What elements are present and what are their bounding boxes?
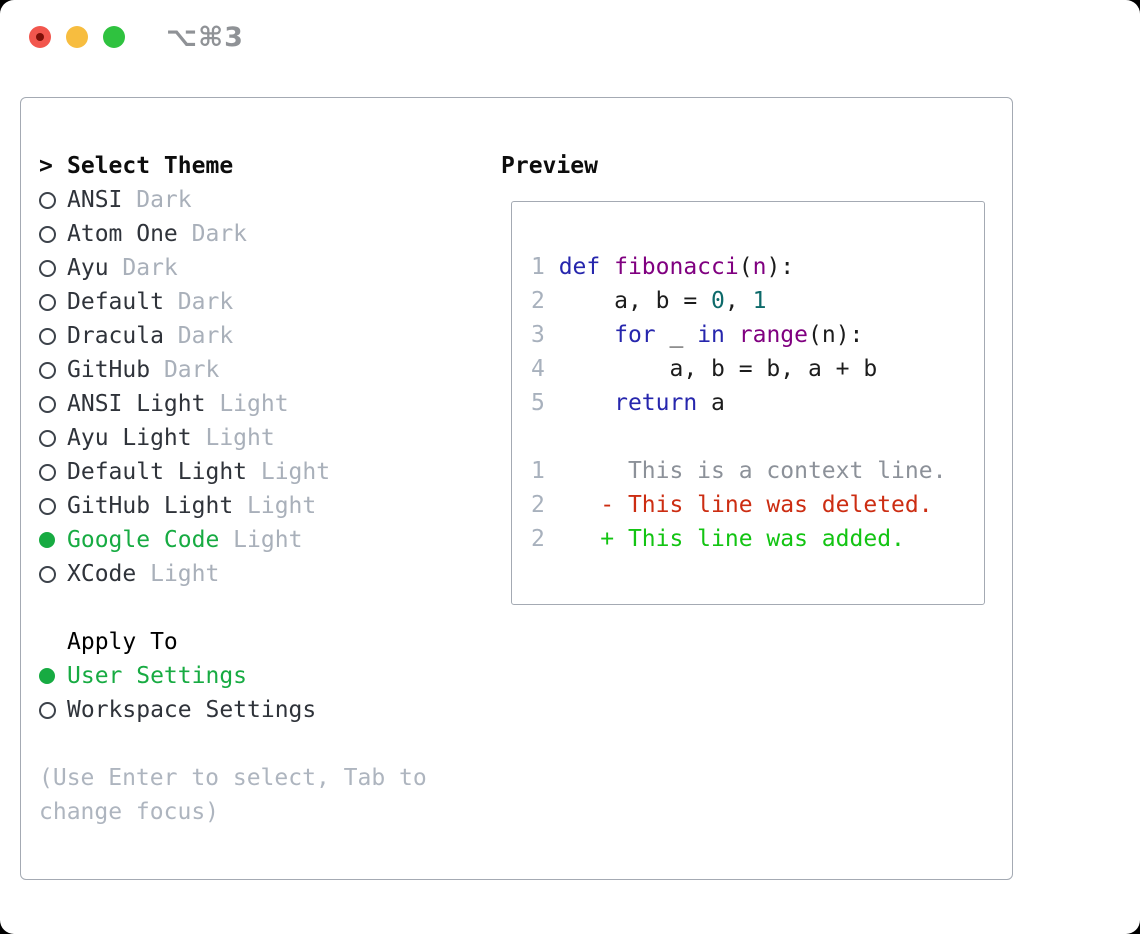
item-label: Google Code (67, 527, 220, 553)
item-label: Default Light (67, 459, 248, 485)
minimize-button[interactable] (66, 26, 88, 48)
item-variant-label: Dark (150, 357, 220, 383)
theme-item[interactable]: Default Light Light (39, 455, 479, 489)
code-line: 3 for _ in range(n): (531, 322, 864, 348)
item-variant-label: Dark (163, 323, 234, 349)
preview-title: Preview (501, 153, 598, 179)
radio-icon (39, 327, 67, 345)
theme-item[interactable]: GitHub Dark (39, 353, 479, 387)
code-line (531, 420, 984, 454)
item-label: Atom One (67, 221, 178, 247)
item-label: Dracula (67, 323, 164, 349)
theme-list-title: Select Theme (67, 153, 234, 179)
radio-icon (39, 429, 67, 447)
close-button[interactable] (29, 26, 51, 48)
code-line: 1 This is a context line. (531, 458, 947, 484)
item-label: Workspace Settings (67, 697, 317, 723)
radio-icon (39, 701, 67, 719)
theme-item[interactable]: XCode Light (39, 557, 479, 591)
item-label: ANSI Light (67, 391, 206, 417)
radio-icon (39, 293, 67, 311)
item-label: GitHub (67, 357, 151, 383)
apply-to-option[interactable]: Workspace Settings (39, 693, 479, 727)
apply-to-title: Apply To (67, 629, 178, 655)
close-dot-icon (36, 33, 44, 41)
radio-icon (39, 565, 67, 583)
window-title: ⌥⌘3 (166, 22, 244, 53)
code-line: 2 - This line was deleted. (531, 492, 933, 518)
item-variant-label: Light (247, 459, 331, 485)
item-variant-label: Light (191, 425, 275, 451)
radio-icon (39, 463, 67, 481)
code-line: 2 + This line was added. (531, 526, 905, 552)
theme-item[interactable]: Atom One Dark (39, 217, 479, 251)
radio-icon (39, 191, 67, 209)
radio-icon (39, 225, 67, 243)
theme-item[interactable]: ANSI Dark (39, 183, 479, 217)
item-label: XCode (67, 561, 137, 587)
theme-item[interactable]: Ayu Dark (39, 251, 479, 285)
theme-list-header: > Select Theme (39, 149, 479, 183)
help-text: (Use Enter to select, Tab to change focu… (39, 765, 427, 825)
item-variant-label: Dark (122, 187, 192, 213)
code-line: 4 a, b = b, a + b (531, 356, 878, 382)
code-preview: 1 def fibonacci(n): 2 a, b = 0, 1 3 for _ … (512, 202, 984, 556)
item-variant-label: Light (205, 391, 289, 417)
titlebar: ⌥⌘3 (0, 0, 1140, 75)
spacer (39, 727, 479, 761)
item-label: GitHub Light (67, 493, 234, 519)
radio-icon (39, 361, 67, 379)
item-variant-label: Dark (177, 221, 248, 247)
item-label: User Settings (67, 663, 248, 689)
radio-icon (39, 395, 67, 413)
spacer (39, 591, 479, 625)
item-variant-label: Dark (108, 255, 178, 281)
theme-item[interactable]: Google Code Light (39, 523, 479, 557)
radio-selected-icon (39, 668, 67, 684)
theme-item[interactable]: Default Dark (39, 285, 479, 319)
radio-icon (39, 259, 67, 277)
radio-selected-icon (39, 532, 67, 548)
theme-item[interactable]: ANSI Light Light (39, 387, 479, 421)
item-label: Default (67, 289, 164, 315)
apply-to-option[interactable]: User Settings (39, 659, 479, 693)
item-label: Ayu Light (67, 425, 192, 451)
item-variant-label: Light (136, 561, 220, 587)
zoom-button[interactable] (103, 26, 125, 48)
code-line: 5 return a (531, 390, 725, 416)
theme-item[interactable]: Dracula Dark (39, 319, 479, 353)
theme-item[interactable]: GitHub Light Light (39, 489, 479, 523)
item-variant-label: Light (233, 493, 317, 519)
preview-box: 1 def fibonacci(n): 2 a, b = 0, 1 3 for _ … (511, 201, 985, 605)
code-line: 2 a, b = 0, 1 (531, 288, 767, 314)
item-label: Ayu (67, 255, 109, 281)
code-line: 1 def fibonacci(n): (531, 254, 795, 280)
item-variant-label: Dark (163, 289, 234, 315)
item-variant-label: Light (219, 527, 303, 553)
item-label: ANSI (67, 187, 123, 213)
cursor-icon: > (39, 153, 53, 179)
theme-item[interactable]: Ayu Light Light (39, 421, 479, 455)
apply-to-header: Apply To (39, 625, 479, 659)
radio-icon (39, 497, 67, 515)
